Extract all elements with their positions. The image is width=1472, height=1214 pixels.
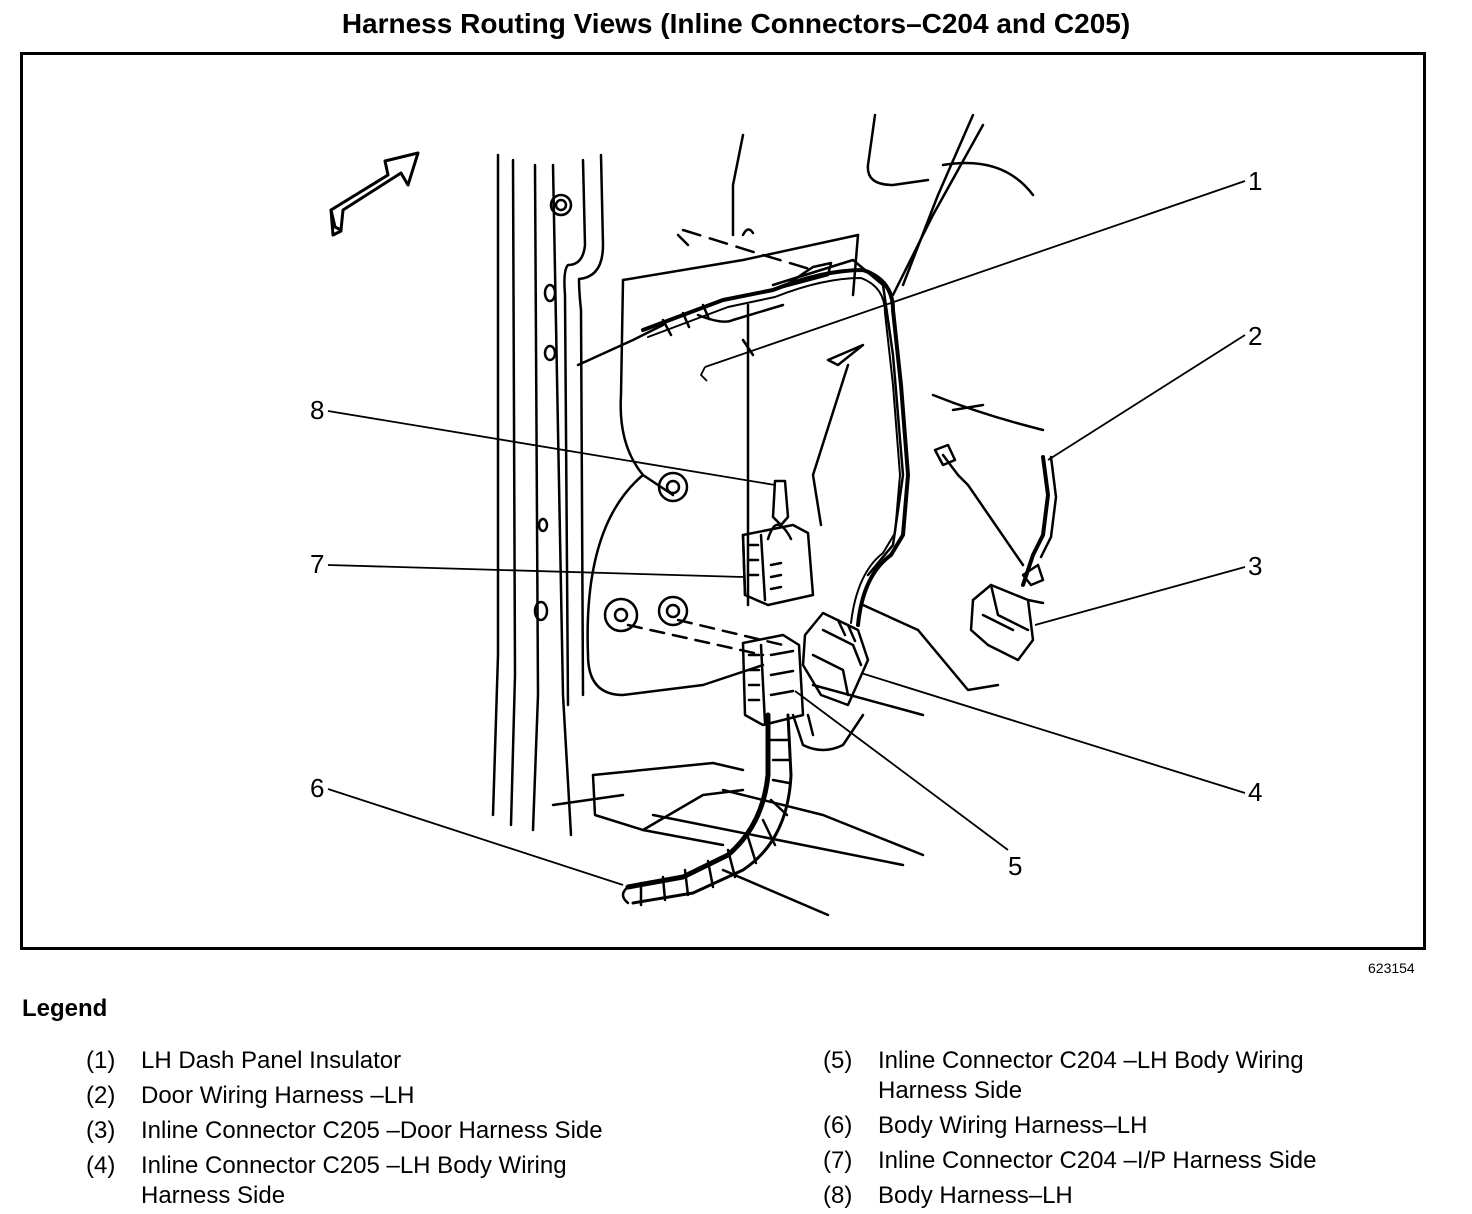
callout-7: 7 bbox=[310, 549, 324, 579]
callout-2: 2 bbox=[1248, 321, 1262, 351]
callout-5: 5 bbox=[1008, 851, 1022, 881]
legend-number: (6) bbox=[823, 1112, 853, 1139]
diagram-frame: 1 2 3 4 5 6 7 8 bbox=[20, 52, 1426, 950]
legend-text: Body Harness–LH bbox=[878, 1182, 1073, 1209]
callout-1: 1 bbox=[1248, 166, 1262, 196]
harness-illustration: 1 2 3 4 5 6 7 8 bbox=[310, 113, 1262, 917]
legend-text: Inline Connector C205 –Door Harness Side bbox=[141, 1117, 603, 1144]
figure-id: 623154 bbox=[1368, 960, 1415, 976]
legend-number: (1) bbox=[86, 1047, 116, 1074]
legend-number: (7) bbox=[823, 1147, 853, 1174]
legend-text: Door Wiring Harness –LH bbox=[141, 1082, 415, 1109]
legend-number: (8) bbox=[823, 1182, 853, 1209]
legend-text: LH Dash Panel Insulator bbox=[141, 1047, 402, 1074]
legend-number: (3) bbox=[86, 1117, 116, 1144]
legend-text: Body Wiring Harness–LH bbox=[878, 1112, 1148, 1139]
callout-6: 6 bbox=[310, 773, 324, 803]
callout-8: 8 bbox=[310, 395, 324, 425]
legend-text: Inline Connector C205 –LH Body Wiring Ha… bbox=[141, 1152, 567, 1209]
legend-heading: Legend bbox=[22, 995, 108, 1022]
legend-number: (5) bbox=[823, 1047, 853, 1074]
callout-3: 3 bbox=[1248, 551, 1262, 581]
legend-text: Inline Connector C204 –I/P Harness Side bbox=[878, 1147, 1317, 1174]
callout-4: 4 bbox=[1248, 777, 1262, 807]
legend-number: (4) bbox=[86, 1152, 116, 1179]
legend-text: Inline Connector C204 –LH Body Wiring Ha… bbox=[878, 1047, 1304, 1104]
direction-arrow-icon bbox=[329, 151, 420, 232]
diagram-title: Harness Routing Views (Inline Connectors… bbox=[341, 8, 1131, 39]
legend-number: (2) bbox=[86, 1082, 116, 1109]
